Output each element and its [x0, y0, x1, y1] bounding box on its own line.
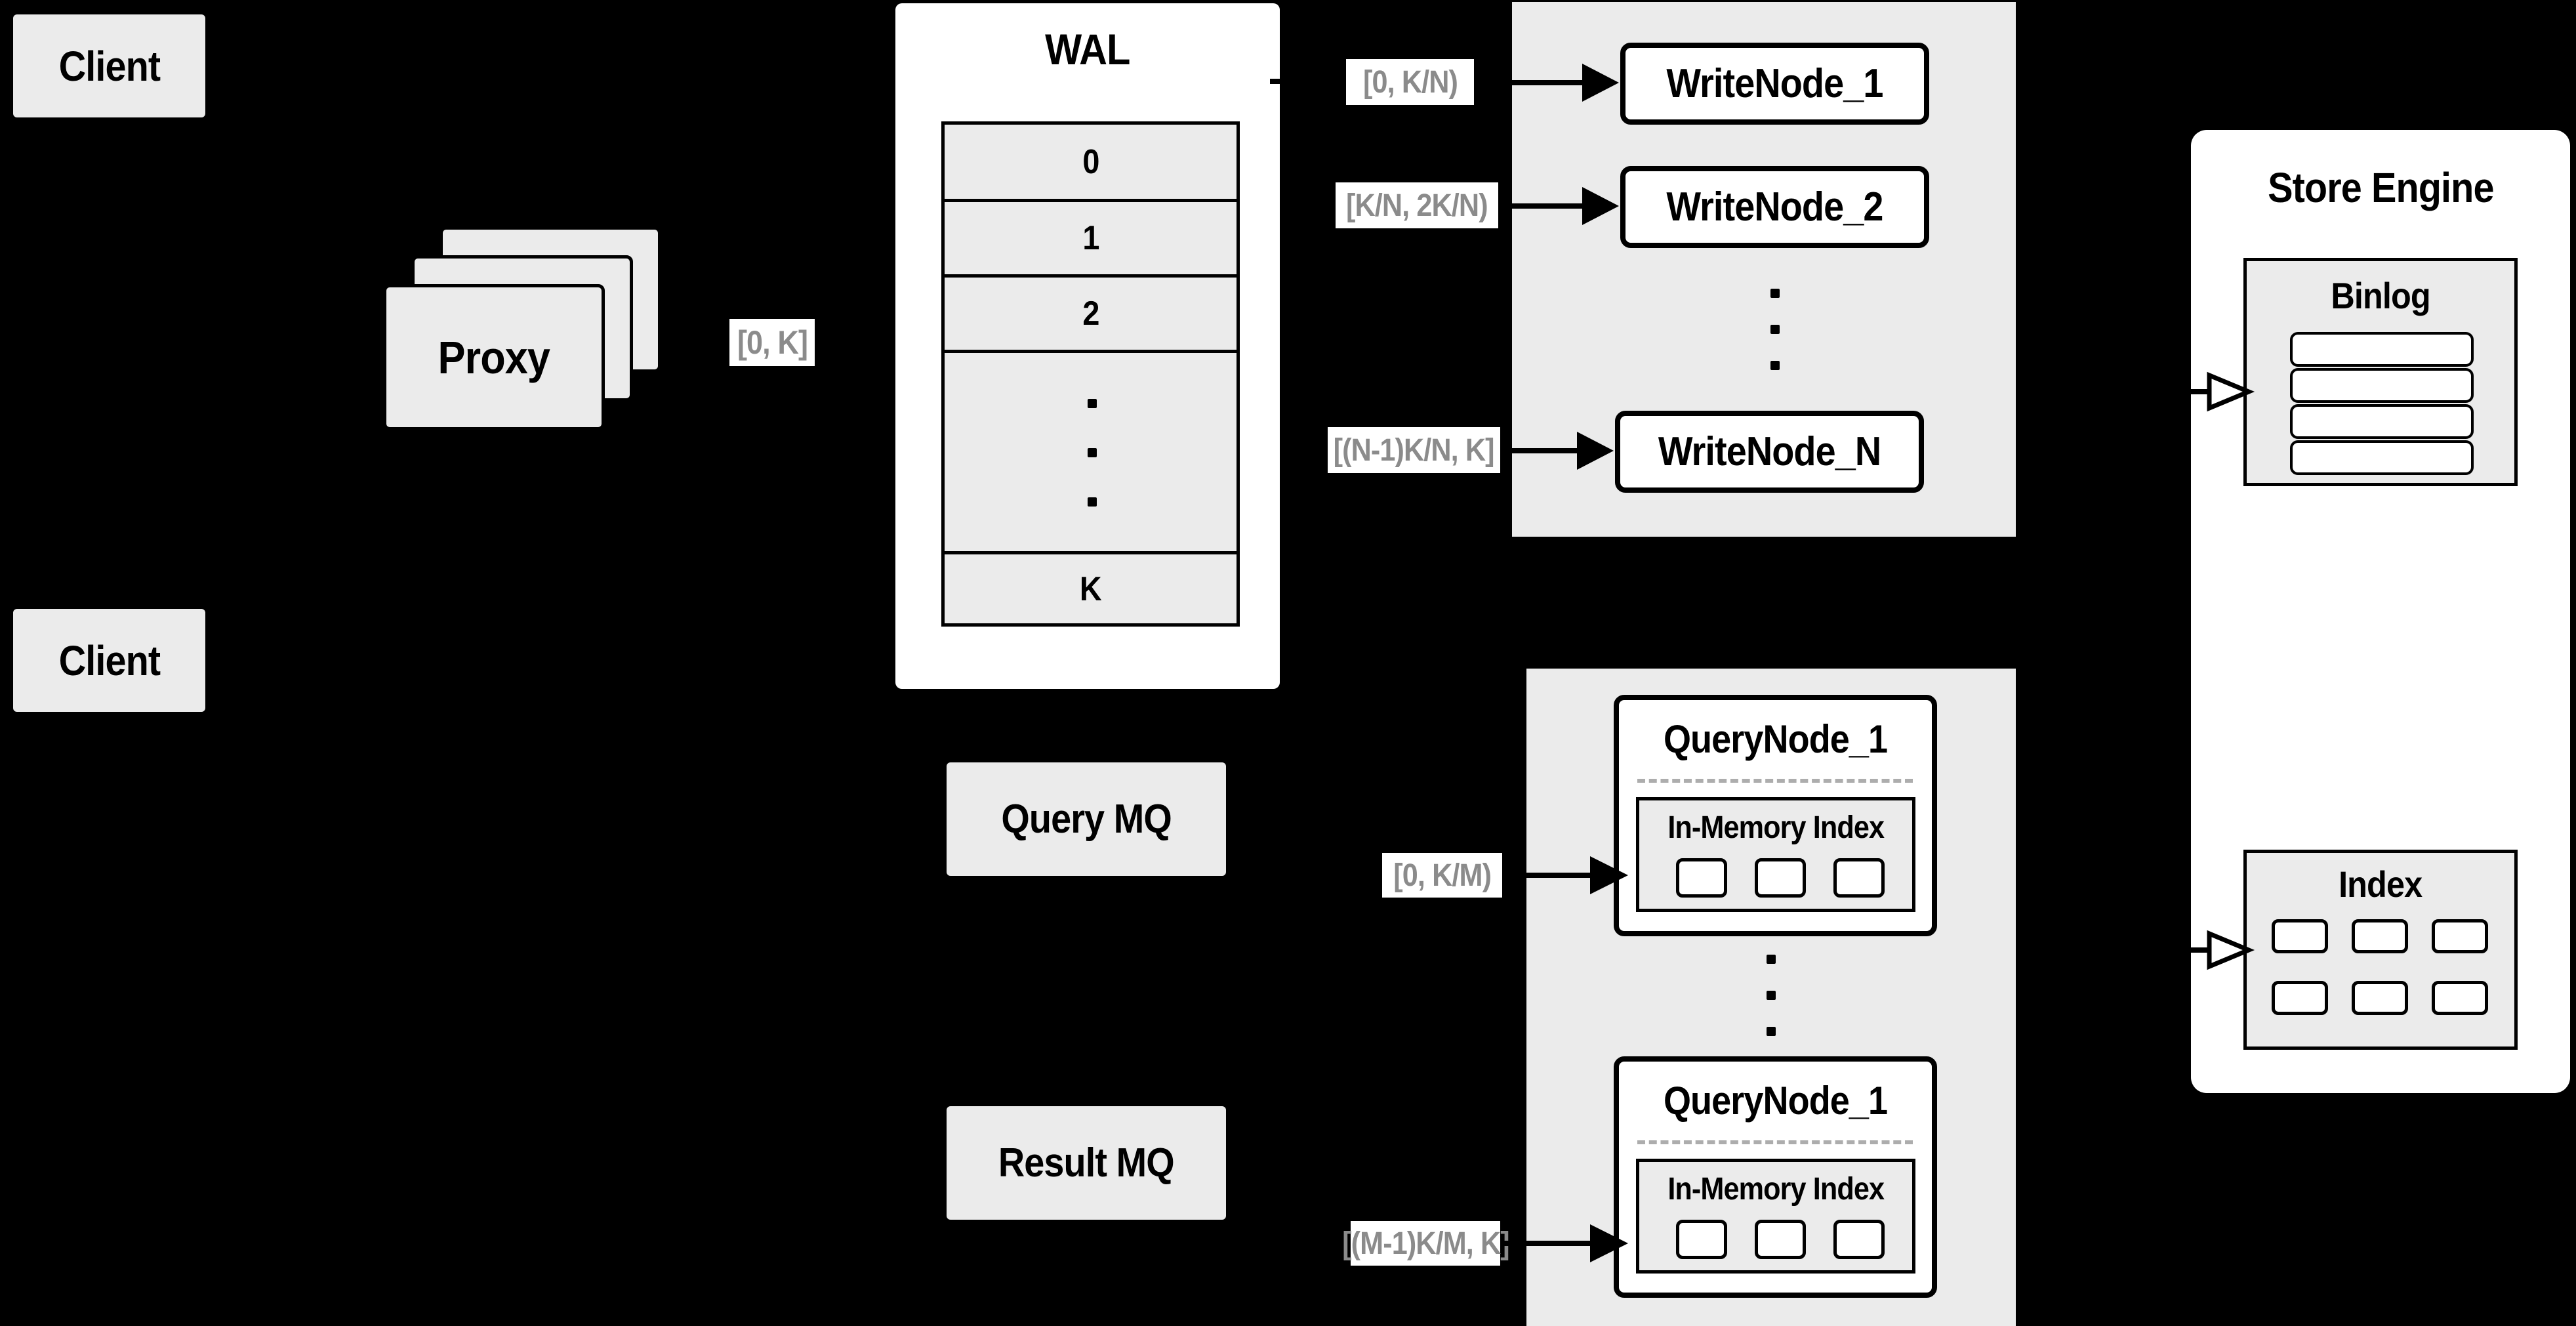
range-label-query-1: [0, K/M) [1382, 853, 1502, 898]
wal-title-row: WAL [895, 3, 1280, 95]
write-node-2: WriteNode_2 [1620, 166, 1929, 248]
store-engine-title: Store Engine [2267, 163, 2494, 211]
wal-row-2: 2 [945, 274, 1237, 350]
index-cell [2352, 919, 2408, 953]
client-bottom-label: Client [58, 636, 161, 684]
wal-table: 0 1 2 K [941, 121, 1240, 627]
in-memory-cell [1755, 1220, 1806, 1259]
dashed-divider [1637, 779, 1913, 783]
client-box-top: Client [13, 14, 205, 117]
result-mq-box: Result MQ [947, 1106, 1226, 1220]
write-node-n: WriteNode_N [1615, 411, 1924, 493]
write-node-1: WriteNode_1 [1620, 43, 1929, 125]
write-nodes-panel: WriteNode_1 WriteNode_2 WriteNode_N [1512, 2, 2016, 537]
range-label-query-m: [(M-1)K/M, K] [1342, 1221, 1509, 1266]
binlog-title-row: Binlog [2247, 261, 2514, 330]
wal-row-k: K [945, 551, 1237, 623]
in-memory-cell [1676, 858, 1727, 898]
binlog-row [2290, 368, 2474, 403]
in-memory-panel-2: In-Memory Index [1636, 1159, 1915, 1274]
binlog-title: Binlog [2331, 275, 2430, 316]
range-label-write-1: [0, K/N) [1346, 59, 1474, 105]
query-node-2-title: QueryNode_1 [1663, 1078, 1888, 1123]
index-title: Index [2339, 863, 2423, 905]
in-memory-cell [1833, 1220, 1885, 1259]
query-node-1: QueryNode_1 In-Memory Index [1614, 695, 1937, 936]
in-memory-title: In-Memory Index [1667, 810, 1885, 845]
index-panel: Index [2243, 850, 2518, 1050]
wal-row-0: 0 [945, 125, 1237, 199]
query-mq-label: Query MQ [1001, 797, 1172, 842]
wal-title: WAL [1045, 25, 1130, 73]
client-top-label: Client [58, 42, 161, 90]
store-engine-box: Store Engine Binlog Index [2191, 130, 2570, 1093]
in-memory-title: In-Memory Index [1667, 1171, 1885, 1207]
index-cell [2272, 919, 2328, 953]
in-memory-cell [1833, 858, 1885, 898]
query-node-2: QueryNode_1 In-Memory Index [1614, 1056, 1937, 1298]
binlog-row [2290, 404, 2474, 439]
in-memory-panel-1: In-Memory Index [1636, 797, 1915, 912]
index-cell [2352, 981, 2408, 1015]
range-label-proxy-wal: [0, K] [729, 319, 815, 366]
index-cell [2432, 981, 2488, 1015]
proxy-stack: Proxy [383, 226, 661, 430]
wal-row-1: 1 [945, 199, 1237, 274]
proxy-box-front: Proxy [383, 284, 605, 430]
binlog-row [2290, 332, 2474, 367]
result-mq-label: Result MQ [998, 1140, 1175, 1186]
query-mq-box: Query MQ [947, 762, 1226, 876]
proxy-label: Proxy [438, 331, 551, 383]
store-engine-title-row: Store Engine [2191, 130, 2570, 245]
binlog-panel: Binlog [2243, 258, 2518, 486]
wal-box: WAL 0 1 2 K [895, 3, 1280, 689]
index-title-row: Index [2247, 853, 2514, 915]
range-label-write-n: [(N-1)K/N, K] [1328, 427, 1500, 473]
index-cell [2272, 981, 2328, 1015]
binlog-row [2290, 440, 2474, 475]
index-cell [2432, 919, 2488, 953]
in-memory-cell [1755, 858, 1806, 898]
client-box-bottom: Client [13, 609, 205, 712]
in-memory-cell [1676, 1220, 1727, 1259]
range-label-write-2: [K/N, 2K/N) [1336, 182, 1498, 228]
query-nodes-panel: QueryNode_1 In-Memory Index QueryNode_1 [1526, 669, 2016, 1326]
wal-row-ellipsis [945, 350, 1237, 551]
query-node-1-title: QueryNode_1 [1663, 716, 1888, 761]
dashed-divider [1637, 1140, 1913, 1144]
